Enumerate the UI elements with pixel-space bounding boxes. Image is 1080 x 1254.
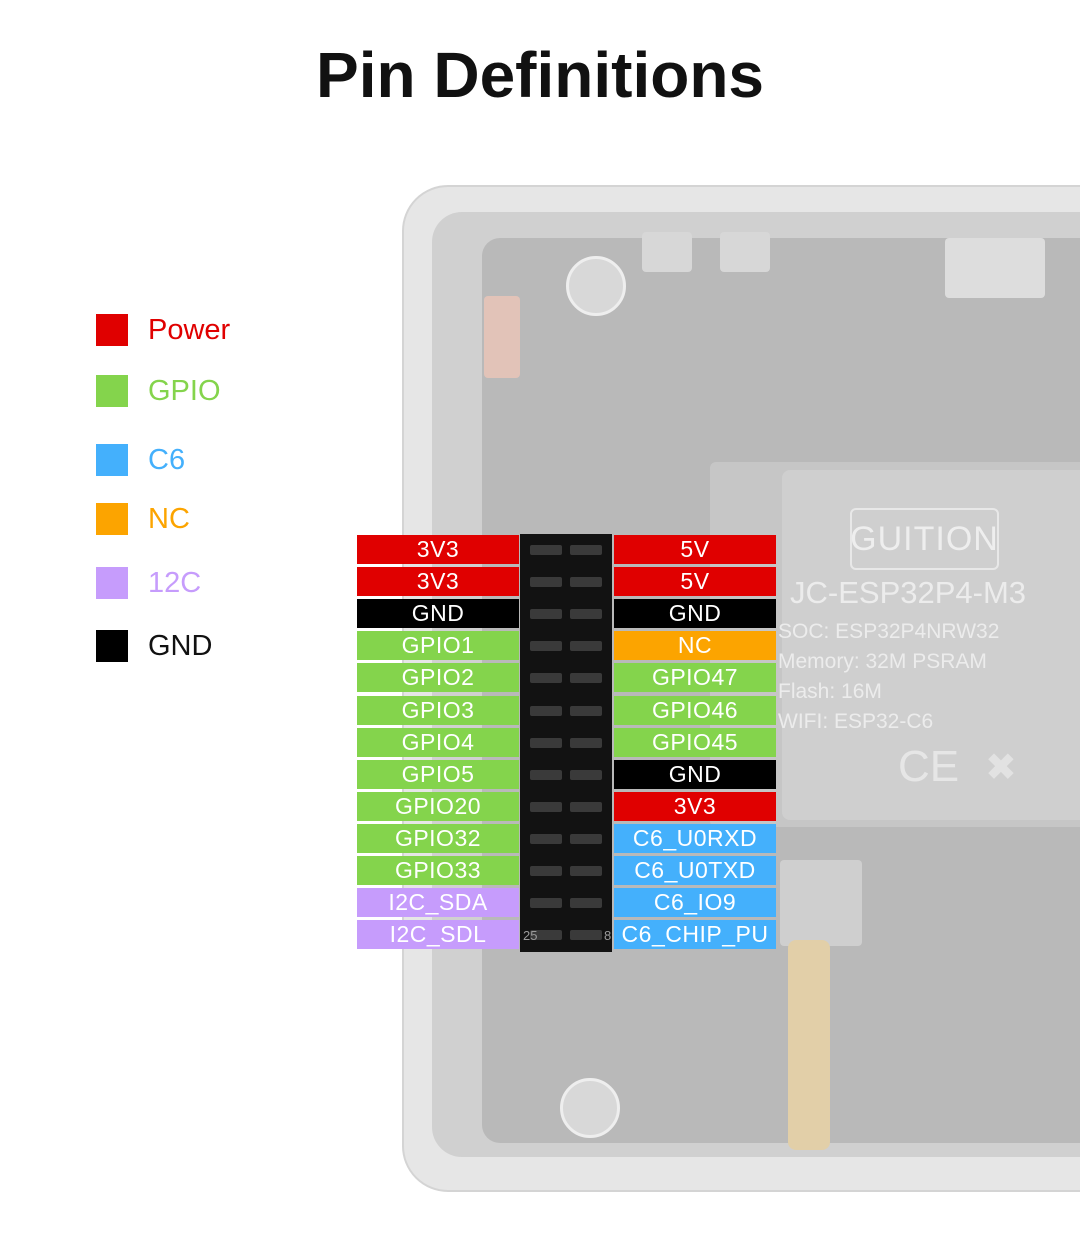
button-s2 [720,232,770,272]
ribbon-cable [788,940,830,1150]
left-pin-label: I2C_SDL [357,920,519,950]
right-pin-label: GND [614,759,776,789]
header-pin [530,609,562,620]
header-pin [530,801,562,812]
fpc-connector [780,860,862,946]
header-pin [530,705,562,716]
right-pin-label: C6_IO9 [614,888,776,918]
left-pin-label: 3V3 [357,535,519,564]
module-spec-memory: Memory: 32M PSRAM [778,650,987,673]
mounting-hole-top [566,256,626,316]
legend-item: NC [96,502,190,536]
header-pin-number-25: 25 [523,928,538,943]
legend-swatch [96,444,128,476]
legend-swatch [96,567,128,599]
legend-item: Power [96,313,230,347]
header-pin [530,833,562,844]
left-pin-label: GPIO5 [357,759,519,789]
header-pin [530,545,562,555]
header-pin [530,737,562,748]
weee-bin-icon: ✖ [985,747,1017,789]
header-pin [570,673,602,684]
legend-label: GND [148,629,213,662]
page-title: Pin Definitions [316,39,764,111]
left-pin-label: GPIO20 [357,791,519,821]
header-pin [570,705,602,716]
right-pin-label: C6_CHIP_PU [614,920,776,950]
left-pin-label: I2C_SDA [357,888,519,918]
header-pin [570,769,602,780]
right-pin-label: 5V [614,535,776,564]
right-pin-label: GPIO45 [614,727,776,757]
right-pin-label: NC [614,631,776,661]
header-pin-number-8: 8 [604,928,612,943]
header-pin [570,577,602,588]
esp32-module [782,470,1080,820]
header-pin [530,866,562,876]
left-pin-label: GPIO3 [357,695,519,725]
module-model: JC-ESP32P4-M3 [790,575,1027,610]
header-pin [530,898,562,909]
battery-connector [945,238,1045,298]
legend-swatch [96,314,128,346]
legend-swatch [96,503,128,535]
header-pin [570,898,602,909]
legend-label: C6 [148,443,186,476]
right-pin-label: C6_U0RXD [614,823,776,853]
header-pin [570,866,602,876]
module-spec-flash: Flash: 16M [778,680,882,703]
right-pin-label: GPIO46 [614,695,776,725]
header-pin [570,641,602,652]
legend-item: C6 [96,443,185,477]
left-pin-label: GPIO4 [357,727,519,757]
ce-mark: CE [898,742,960,791]
header-pin [530,641,562,652]
left-pin-label: 3V3 [357,567,519,597]
legend-item: GND [96,629,212,663]
left-pin-label: GPIO33 [357,856,519,885]
left-pin-label: GPIO2 [357,663,519,693]
module-spec-soc: SOC: ESP32P4NRW32 [778,620,1000,643]
right-pin-label: 3V3 [614,791,776,821]
legend-item: 12C [96,566,201,600]
header-pin [530,769,562,780]
header-pin [570,801,602,812]
header-pin [570,930,602,941]
right-pin-label: 5V [614,567,776,597]
left-pin-label: GND [357,599,519,629]
legend-label: 12C [148,566,202,599]
module-logo: GUITION [850,508,999,570]
header-pin [530,577,562,588]
legend-label: Power [148,313,231,346]
header-pin [570,545,602,555]
mounting-hole-bottom [560,1078,620,1138]
left-pin-label: GPIO32 [357,823,519,853]
capacitor-c3 [484,296,520,378]
legend-swatch [96,630,128,662]
button-s1 [642,232,692,272]
right-pin-label: C6_U0TXD [614,856,776,885]
right-pin-label: GPIO47 [614,663,776,693]
right-pin-label: GND [614,599,776,629]
legend-swatch [96,375,128,407]
header-pin [570,609,602,620]
legend-label: GPIO [148,374,221,407]
header-pin [530,930,562,941]
header-pin [570,833,602,844]
legend-label: NC [148,502,190,535]
module-spec-wifi: WIFI: ESP32-C6 [778,710,934,733]
header-pin [570,737,602,748]
left-pin-label: GPIO1 [357,631,519,661]
legend-item: GPIO [96,374,221,408]
header-pin [530,673,562,684]
